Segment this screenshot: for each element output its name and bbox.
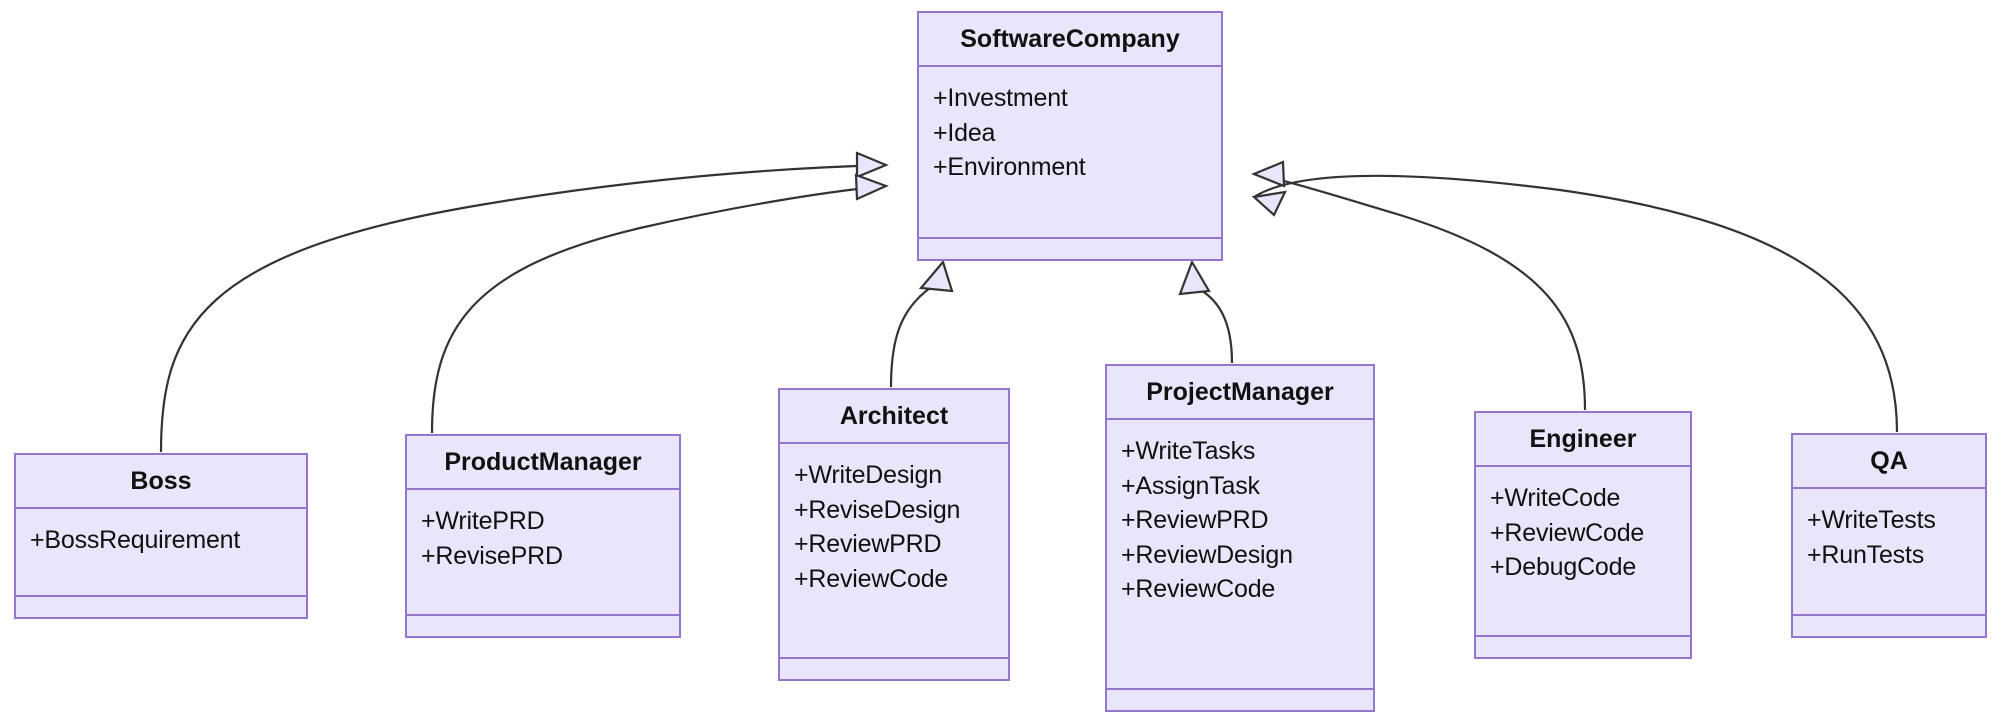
- class-member: +ReviewCode: [1490, 518, 1645, 547]
- class-methods-engineer: [1476, 637, 1690, 657]
- class-methods-boss: [16, 597, 306, 617]
- class-attributes-software-company: +Investment +Idea +Environment: [919, 67, 1221, 239]
- class-methods-product-manager: [407, 616, 679, 636]
- class-name-qa: QA: [1793, 435, 1985, 489]
- class-member: +Environment: [933, 153, 1086, 181]
- class-member: +BossRequirement: [30, 526, 241, 554]
- generalization-arrowhead: [855, 151, 889, 179]
- class-name-project-manager: ProjectManager: [1107, 366, 1373, 420]
- class-attributes-qa: +WriteTests +RunTests: [1793, 489, 1985, 616]
- class-member: +DebugCode: [1490, 553, 1637, 581]
- class-attributes-architect: +WriteDesign +ReviseDesign +ReviewPRD +R…: [780, 444, 1008, 659]
- uml-class-engineer[interactable]: Engineer +WriteCode +ReviewCode +DebugCo…: [1474, 411, 1692, 659]
- class-member: +WritePRD: [421, 507, 545, 535]
- uml-class-project-manager[interactable]: ProjectManager +WriteTasks +AssignTask +…: [1105, 364, 1375, 712]
- uml-class-boss[interactable]: Boss +BossRequirement: [14, 453, 308, 619]
- class-member: +ReviewDesign: [1121, 540, 1293, 569]
- class-attributes-product-manager: +WritePRD +RevisePRD: [407, 490, 679, 616]
- class-methods-qa: [1793, 616, 1985, 636]
- class-name-architect: Architect: [780, 390, 1008, 444]
- class-member: +ReviewPRD: [1121, 506, 1269, 534]
- class-member: +WriteDesign: [794, 461, 942, 489]
- class-member: +WriteTasks: [1121, 437, 1256, 465]
- class-member: +ReviewCode: [794, 564, 949, 593]
- class-member: +AssignTask: [1121, 471, 1260, 500]
- class-member: +RevisePRD: [421, 541, 563, 570]
- class-member: +RunTests: [1807, 540, 1925, 569]
- uml-class-software-company[interactable]: SoftwareCompany +Investment +Idea +Envir…: [917, 11, 1223, 261]
- class-name-boss: Boss: [16, 455, 306, 509]
- class-methods-project-manager: [1107, 690, 1373, 710]
- uml-class-architect[interactable]: Architect +WriteDesign +ReviseDesign +Re…: [778, 388, 1010, 681]
- class-attributes-engineer: +WriteCode +ReviewCode +DebugCode: [1476, 467, 1690, 637]
- edge-project-manager: [1178, 259, 1234, 364]
- class-member: +WriteCode: [1490, 484, 1621, 512]
- generalization-arrowhead: [1178, 259, 1211, 296]
- generalization-arrowhead: [918, 259, 954, 293]
- uml-class-qa[interactable]: QA +WriteTests +RunTests: [1791, 433, 1987, 638]
- edge-architect: [889, 259, 954, 388]
- class-member: +ReviewCode: [1121, 575, 1276, 603]
- generalization-arrowhead: [1251, 160, 1286, 188]
- generalization-arrowhead: [854, 173, 889, 201]
- class-member: +Investment: [933, 84, 1068, 112]
- class-attributes-project-manager: +WriteTasks +AssignTask +ReviewPRD +Revi…: [1107, 420, 1373, 690]
- class-methods-architect: [780, 659, 1008, 679]
- generalization-arrowhead: [1251, 190, 1287, 217]
- class-member: +ReviewPRD: [794, 530, 942, 558]
- class-name-software-company: SoftwareCompany: [919, 13, 1221, 67]
- class-name-product-manager: ProductManager: [407, 436, 679, 490]
- class-member: +Idea: [933, 118, 996, 147]
- uml-class-product-manager[interactable]: ProductManager +WritePRD +RevisePRD: [405, 434, 681, 638]
- class-name-engineer: Engineer: [1476, 413, 1690, 467]
- class-attributes-boss: +BossRequirement: [16, 509, 306, 597]
- class-member: +ReviseDesign: [794, 495, 961, 524]
- class-methods-software-company: [919, 239, 1221, 259]
- class-member: +WriteTests: [1807, 506, 1936, 534]
